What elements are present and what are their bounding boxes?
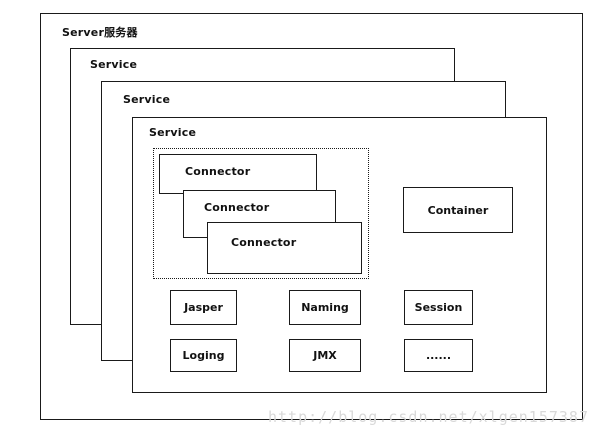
jasper-label: Jasper [184,301,223,314]
session-label: Session [414,301,463,314]
connector-group [153,148,369,279]
watermark-text: http://blog.csdn.net/xlgen157387 [268,408,589,425]
jasper-box: Jasper [170,290,237,325]
loging-box: Loging [170,339,237,372]
service-label-2: Service [123,93,171,106]
connector-box-3 [207,222,362,274]
connector-label-2: Connector [204,201,270,214]
service-label-1: Service [90,58,138,71]
container-box: Container [403,187,513,233]
connector-box-1 [159,154,317,194]
loging-label: Loging [182,349,225,362]
service-label-3: Service [149,126,197,139]
naming-box: Naming [289,290,361,325]
ellipsis-box: ...... [404,339,473,372]
connector-label-1: Connector [185,165,251,178]
jmx-box: JMX [289,339,361,372]
session-box: Session [404,290,473,325]
naming-label: Naming [301,301,349,314]
ellipsis-label: ...... [425,349,452,362]
jmx-label: JMX [313,349,337,362]
connector-label-3: Connector [231,236,297,249]
server-label: Server服务器 [62,26,138,39]
container-label: Container [427,203,489,217]
